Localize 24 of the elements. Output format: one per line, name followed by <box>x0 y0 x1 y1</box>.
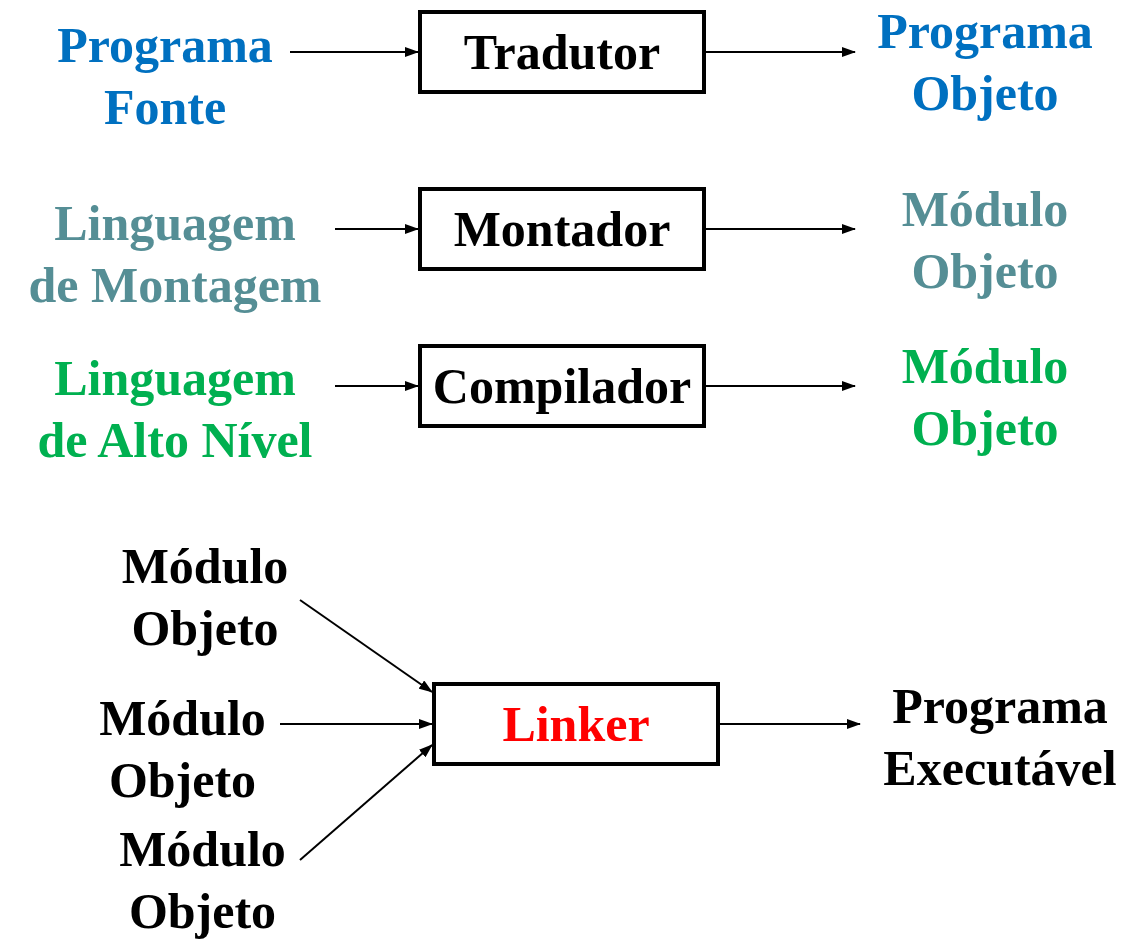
arrow <box>299 599 433 693</box>
node-label: Módulo Objeto <box>110 535 300 659</box>
node-label: Programa Objeto <box>855 0 1115 124</box>
node-label: Linguagem de Alto Nível <box>15 347 335 471</box>
node-label: Módulo Objeto <box>105 818 300 942</box>
node-label: Módulo Objeto <box>855 335 1115 459</box>
node-label: Programa Fonte <box>40 14 290 138</box>
node-label: Linguagem de Montagem <box>15 192 335 316</box>
arrow <box>705 47 856 57</box>
node-label: Programa Executável <box>860 675 1131 799</box>
arrow <box>334 381 419 391</box>
process-box: Tradutor <box>418 10 706 94</box>
process-box: Compilador <box>418 344 706 428</box>
arrow <box>705 381 856 391</box>
arrow <box>299 744 433 861</box>
arrow <box>705 224 856 234</box>
node-label: Módulo Objeto <box>85 687 280 811</box>
arrow <box>289 47 419 57</box>
arrow <box>334 224 419 234</box>
node-label: Módulo Objeto <box>855 178 1115 302</box>
process-box: Linker <box>432 682 720 766</box>
process-box: Montador <box>418 187 706 271</box>
arrow <box>279 719 433 729</box>
arrow <box>719 719 861 729</box>
